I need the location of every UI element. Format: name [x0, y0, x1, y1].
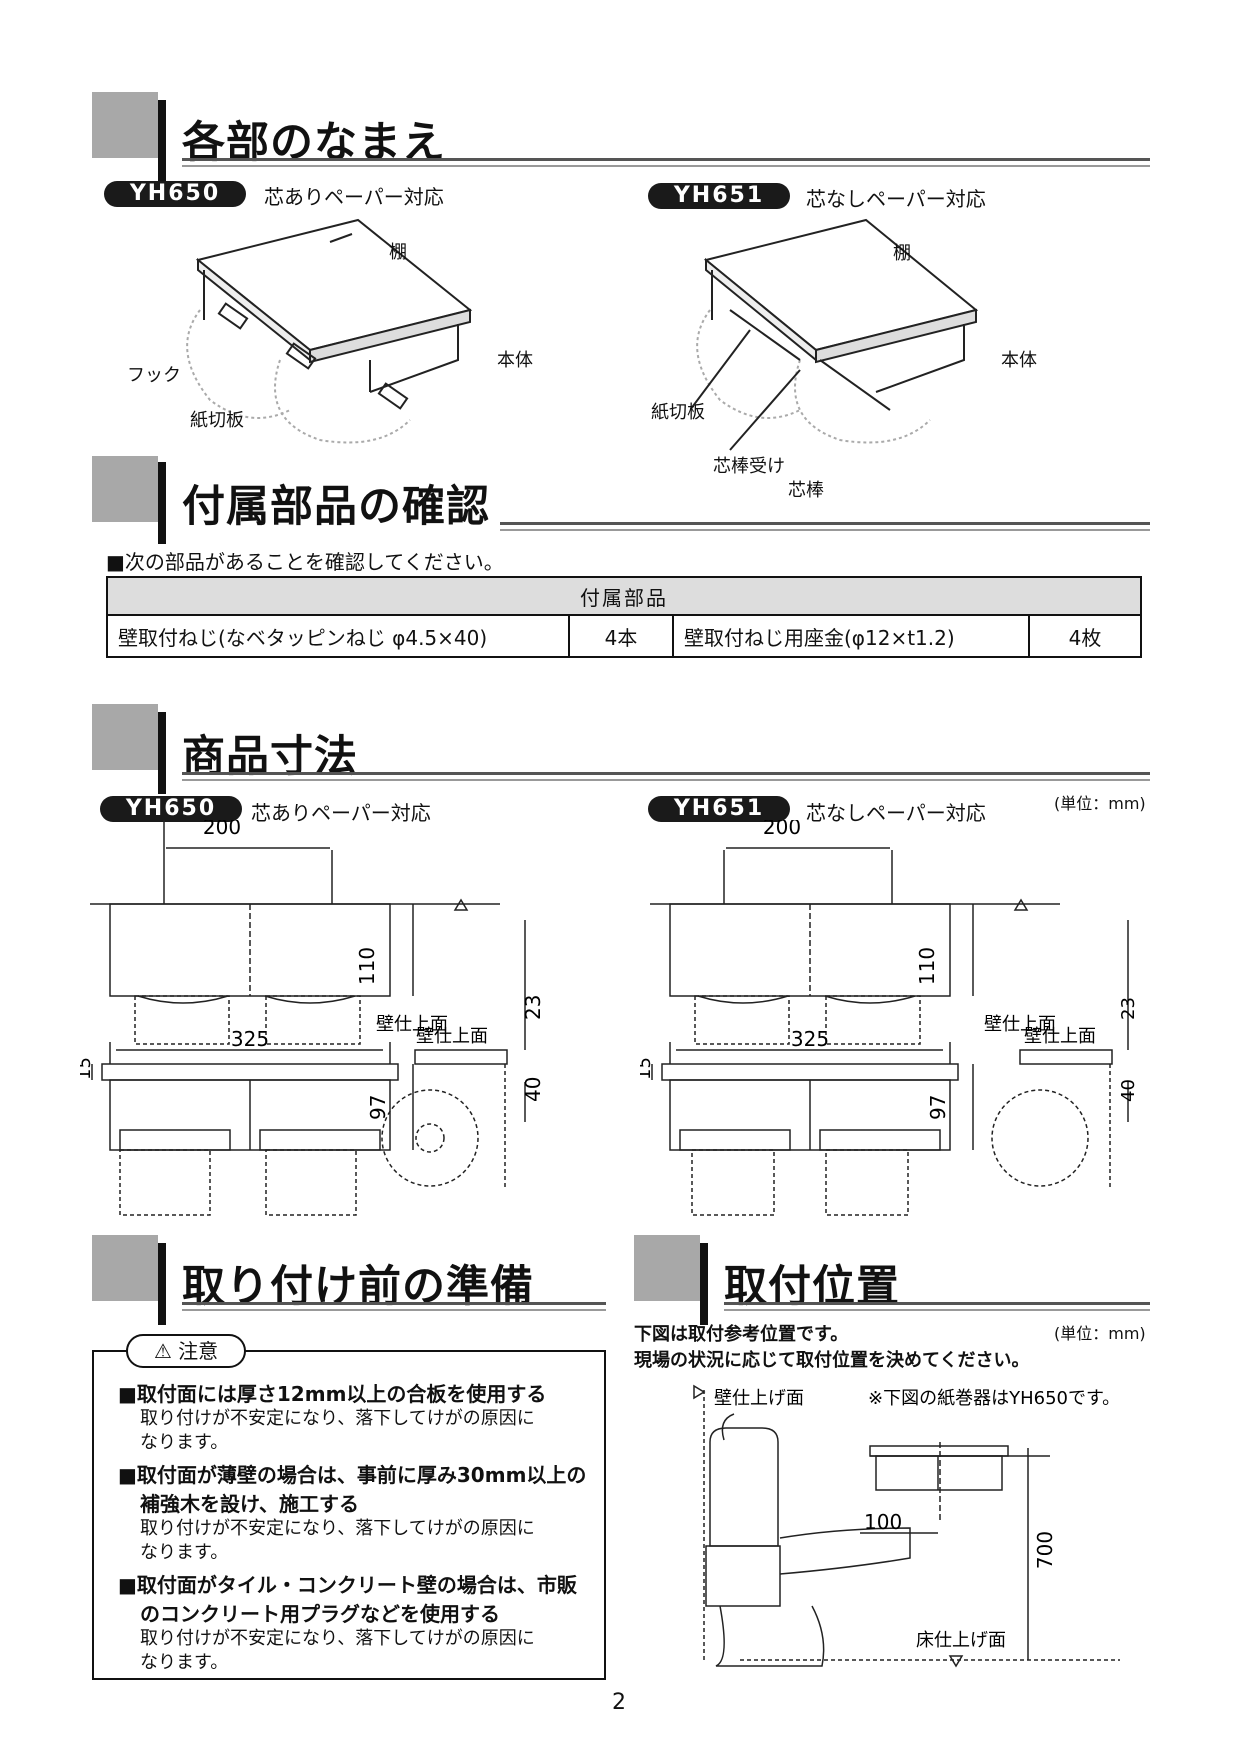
- model-badge-yh650: YH650: [104, 181, 246, 207]
- position-diagram: 壁仕上げ面 ※下図の紙巻器はYH650です。 100 700 床仕上げ面: [693, 1384, 1120, 1668]
- wall-surface-yh650-side: 壁仕上面: [416, 1026, 488, 1047]
- caution-item-2-detail-2: なります。: [140, 1542, 229, 1563]
- dim-325-yh650: 325: [231, 1027, 269, 1051]
- dim-110-yh651: 110: [915, 947, 939, 985]
- caution-item-2-title: ■取付面が薄壁の場合は、事前に厚み30mm以上の: [118, 1463, 587, 1487]
- accessories-table: 付属部品 壁取付ねじ(なベタッピンねじ φ4.5×40) 4本 壁取付ねじ用座金…: [106, 576, 1142, 658]
- caution-item-3-title: ■取付面がタイル・コンクリート壁の場合は、市販: [118, 1573, 577, 1597]
- label-core-rod: 芯棒: [788, 480, 824, 501]
- caution-item-1-detail-2: なります。: [140, 1432, 229, 1453]
- caution-item-1-title: ■取付面には厚さ12mm以上の合板を使用する: [118, 1382, 547, 1406]
- model-badge-yh651: YH651: [648, 183, 790, 209]
- part-name-screw: 壁取付ねじ(なベタッピンねじ φ4.5×40): [106, 614, 570, 658]
- yh651-illustration: [690, 218, 979, 451]
- accessories-intro: ■次の部品があることを確認してください。: [106, 550, 504, 574]
- caution-item-3-detail-1: 取り付けが不安定になり、落下してけがの原因に: [140, 1628, 535, 1649]
- caution-box: [92, 1350, 606, 1680]
- accessories-header: 付属部品: [106, 576, 1142, 616]
- position-note: ※下図の紙巻器はYH650です。: [868, 1388, 1120, 1409]
- yh650-dimension-drawing: 200 325 110 壁仕上面 15 97 壁仕上面 23 40: [80, 820, 545, 1216]
- height-700: 700: [1033, 1531, 1057, 1569]
- wall-surface-yh651-side: 壁仕上面: [1024, 1026, 1096, 1047]
- dim-200-yh651: 200: [763, 820, 801, 839]
- dim-40-yh651: 40: [1118, 1079, 1139, 1102]
- dim-110-yh650: 110: [355, 947, 379, 985]
- caution-item-2-detail-1: 取り付けが不安定になり、落下してけがの原因に: [140, 1518, 535, 1539]
- dim-15-yh651: 15: [640, 1057, 655, 1080]
- label-body-yh650: 本体: [497, 350, 533, 371]
- part-qty-washer: 4枚: [1028, 614, 1142, 658]
- position-line-2: 現場の状況に応じて取付位置を決めてください。: [634, 1350, 1030, 1371]
- label-shelf-yh650: 棚: [389, 242, 407, 263]
- part-qty-screw: 4本: [568, 614, 674, 658]
- offset-100: 100: [864, 1510, 902, 1534]
- position-line-1: 下図は取付参考位置です。: [634, 1324, 849, 1345]
- yh650-illustration: [186, 218, 473, 444]
- label-cutter-yh651: 紙切板: [651, 402, 705, 423]
- model-desc-yh650: 芯ありペーパー対応: [264, 185, 444, 209]
- caution-list: ■取付面には厚さ12mm以上の合板を使用する 取り付けが不安定になり、落下してけ…: [118, 1378, 586, 1675]
- dim-325-yh651: 325: [791, 1027, 829, 1051]
- page-number: 2: [612, 1690, 626, 1715]
- dimensions-unit: (単位：mm): [1054, 794, 1146, 813]
- model-desc-yh651: 芯なしペーパー対応: [806, 187, 986, 211]
- part-name-washer: 壁取付ねじ用座金(φ12×t1.2): [672, 614, 1030, 658]
- caution-label: ⚠ 注意: [126, 1334, 246, 1368]
- caution-item-2-title2: 補強木を設け、施工する: [140, 1492, 359, 1516]
- label-hook-yh650: フック: [127, 365, 181, 386]
- dim-desc-yh651: 芯なしペーパー対応: [806, 801, 986, 825]
- caution-item-3-title2: のコンクリート用プラグなどを使用する: [140, 1602, 500, 1626]
- wall-finish-label: 壁仕上げ面: [714, 1388, 804, 1409]
- warning-icon: ⚠: [153, 1339, 172, 1363]
- dim-badge-yh651: YH651: [648, 796, 790, 822]
- section-title-accessories: 付属部品の確認: [182, 482, 490, 532]
- yh651-dimension-drawing: 200 325 110 壁仕上面 15 97 壁仕上面 23 40: [640, 820, 1139, 1216]
- dim-40-yh650: 40: [521, 1077, 545, 1102]
- wall-surface-yh651-top: 壁仕上面: [984, 1014, 1056, 1035]
- label-cutter-yh650: 紙切板: [190, 410, 244, 431]
- label-shelf-yh651: 棚: [893, 243, 911, 264]
- dim-23-yh650: 23: [521, 995, 545, 1020]
- dim-23-yh651: 23: [1118, 997, 1139, 1020]
- label-core-holder: 芯棒受け: [713, 456, 785, 477]
- caution-item-3-detail-2: なります。: [140, 1652, 229, 1673]
- table-row: 壁取付ねじ(なベタッピンねじ φ4.5×40) 4本 壁取付ねじ用座金(φ12×…: [106, 614, 1142, 658]
- floor-finish-label: 床仕上げ面: [916, 1630, 1006, 1651]
- position-unit: (単位：mm): [1054, 1324, 1146, 1343]
- dim-15-yh650: 15: [80, 1057, 95, 1080]
- caution-label-text: 注意: [178, 1339, 219, 1363]
- wall-surface-yh650-top: 壁仕上面: [376, 1014, 448, 1035]
- dim-200-yh650: 200: [203, 820, 241, 839]
- caution-item-1-detail-1: 取り付けが不安定になり、落下してけがの原因に: [140, 1408, 535, 1429]
- dim-97-yh650: 97: [366, 1095, 390, 1120]
- dim-badge-yh650: YH650: [100, 796, 242, 822]
- dim-desc-yh650: 芯ありペーパー対応: [251, 801, 431, 825]
- dim-97-yh651: 97: [926, 1095, 950, 1120]
- label-body-yh651: 本体: [1001, 350, 1037, 371]
